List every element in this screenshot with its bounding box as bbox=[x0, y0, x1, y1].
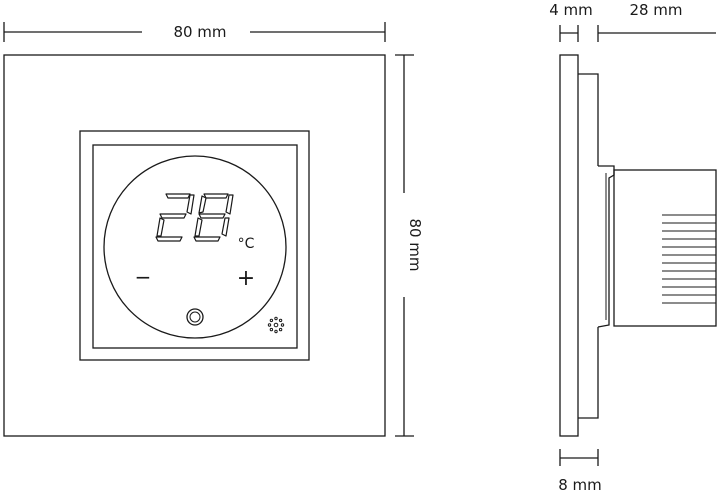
front-view: 80 mm 80 mm bbox=[3, 22, 424, 437]
body-depth-label: 28 mm bbox=[629, 1, 682, 19]
side-view: 4 mm 28 mm bbox=[549, 1, 717, 494]
side-body-step bbox=[578, 73, 599, 166]
bottom-label: 8 mm bbox=[558, 476, 602, 494]
body-depth-dimension: 28 mm bbox=[597, 1, 716, 42]
height-dimension: 80 mm bbox=[395, 54, 424, 437]
width-dimension: 80 mm bbox=[3, 22, 386, 42]
glass-panel bbox=[92, 144, 298, 349]
mounting-bracket bbox=[597, 165, 615, 328]
vent-slots bbox=[662, 214, 716, 304]
display-ring bbox=[103, 155, 287, 339]
gear-icon[interactable] bbox=[267, 316, 285, 334]
inner-bezel bbox=[79, 130, 310, 361]
bottom-dimension: 8 mm bbox=[558, 449, 602, 494]
temperature-digits bbox=[155, 193, 234, 242]
outer-plate bbox=[3, 54, 386, 437]
plate-thickness-dimension: 4 mm bbox=[549, 1, 593, 42]
plate-thickness-label: 4 mm bbox=[549, 1, 593, 19]
height-label: 80 mm bbox=[406, 218, 424, 271]
unit-label: °C bbox=[238, 236, 255, 252]
power-button[interactable] bbox=[186, 308, 204, 326]
plus-button[interactable]: + bbox=[237, 266, 255, 291]
width-label: 80 mm bbox=[173, 23, 226, 41]
side-plate bbox=[559, 54, 579, 437]
minus-button[interactable]: − bbox=[135, 265, 152, 289]
rear-body bbox=[613, 169, 717, 327]
